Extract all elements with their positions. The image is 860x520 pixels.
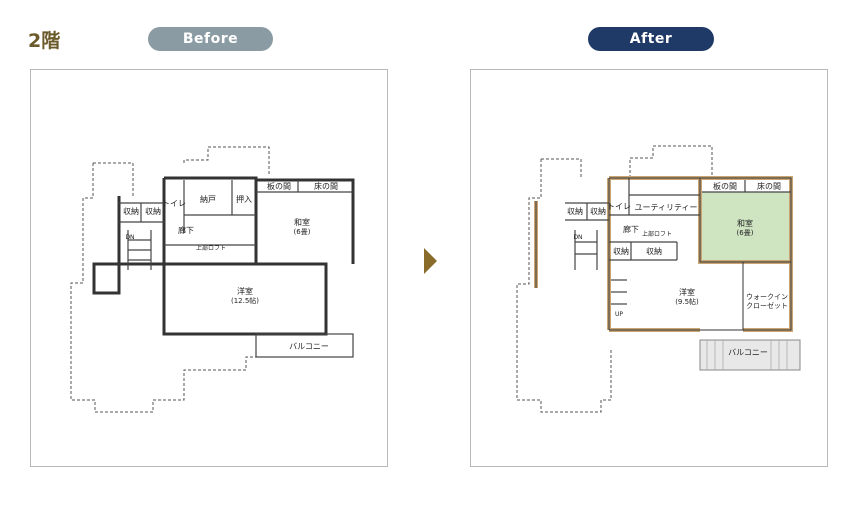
after-tokonoma-label: 床の間 [757, 181, 781, 191]
after-balcony-area [699, 339, 801, 371]
after-balcony-label: バルコニー [728, 348, 768, 357]
before-toilet-label: トイレ [162, 199, 186, 208]
after-storage-4-label: 収納 [646, 246, 662, 256]
before-storage-2-label: 収納 [145, 206, 161, 216]
after-itanoma-area [702, 180, 791, 192]
before-tokonoma-label: 床の間 [314, 181, 338, 191]
before-youshitsu-size: (12.5帖) [231, 296, 259, 305]
before-plan-drawing: 収納 収納 トイレ 納戸 押入 板の間 床の間 和室 (6畳) 廊下 上部ロフト… [70, 146, 355, 413]
before-outer-eaves [70, 146, 354, 413]
after-toilet-label: トイレ [607, 202, 631, 211]
before-youshitsu-label: 洋室 [237, 286, 253, 296]
after-storage-1-label: 収納 [567, 206, 583, 216]
before-floor-plan: 収納 収納 トイレ 納戸 押入 板の間 床の間 和室 (6畳) 廊下 上部ロフト… [30, 69, 388, 467]
after-storage-3-label: 収納 [613, 246, 629, 256]
before-closet-label: 納戸 [200, 194, 216, 204]
after-dn-label: DN [573, 234, 582, 241]
after-balcony-slats [706, 340, 788, 370]
before-badge: Before [148, 27, 273, 51]
after-walkin-label-2: クローゼット [746, 301, 788, 310]
after-floor-plan: 収納 収納 トイレ ユーティリティー 板の間 床の間 和室 (6畳) 廊下 上部… [470, 69, 828, 467]
before-room-lines [119, 180, 354, 358]
after-utility-label: ユーティリティー [634, 203, 697, 212]
after-plan-drawing: 収納 収納 トイレ ユーティリティー 板の間 床の間 和室 (6畳) 廊下 上部… [516, 145, 801, 413]
after-tatami-area [702, 180, 791, 262]
before-dn-label: DN [125, 234, 134, 241]
after-itanoma-label: 板の間 [713, 181, 737, 191]
before-storage-1-label: 収納 [123, 206, 139, 216]
after-loft-label: 上部ロフト [642, 230, 672, 238]
before-walls [92, 176, 355, 336]
after-wall-outline [535, 177, 792, 331]
floor-label: 2階 [28, 30, 61, 52]
after-badge: After [588, 27, 714, 51]
after-youshitsu-label: 洋室 [679, 287, 695, 297]
after-walkin-label-1: ウォークイン [746, 293, 788, 301]
before-washitsu-size: (6畳) [294, 228, 311, 236]
after-youshitsu-size: (9.5帖) [675, 297, 699, 306]
after-washitsu-label: 和室 [737, 218, 753, 228]
before-balcony-label: バルコニー [289, 342, 329, 351]
before-washitsu-label: 和室 [294, 217, 310, 227]
before-loft-label: 上部ロフト [196, 244, 226, 252]
after-washitsu-size: (6畳) [737, 229, 754, 237]
before-oshiire-label: 押入 [236, 194, 252, 204]
after-room-lines [565, 178, 791, 305]
after-up-label: UP [615, 311, 623, 318]
after-corridor-label: 廊下 [623, 224, 639, 234]
arrow-right-icon [424, 248, 437, 274]
before-itanoma-label: 板の間 [267, 181, 291, 191]
after-outer-eaves [516, 145, 713, 413]
before-corridor-label: 廊下 [178, 225, 194, 235]
after-storage-2-label: 収納 [590, 206, 606, 216]
